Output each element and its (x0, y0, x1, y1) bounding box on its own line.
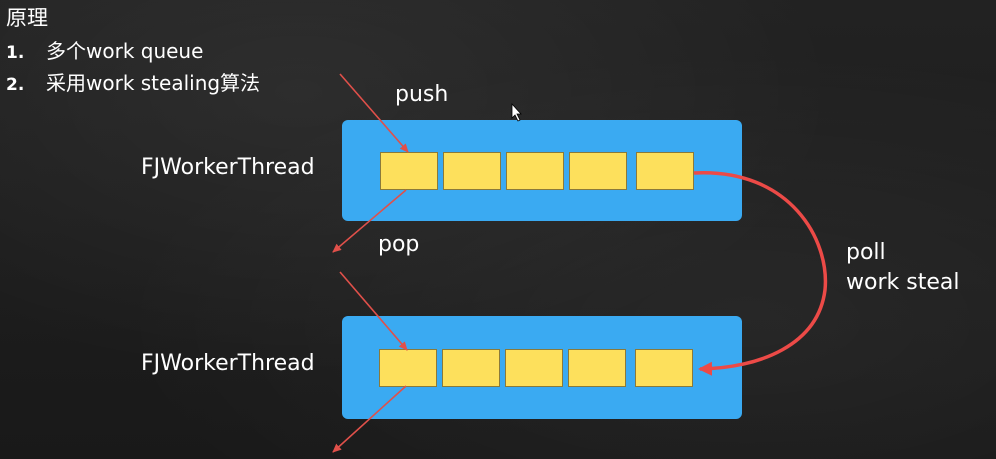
worker-thread-label-top: FJWorkerThread (141, 155, 315, 180)
queue-cell (568, 349, 626, 387)
queue-cell (442, 349, 500, 387)
poll-label: poll (846, 240, 886, 265)
push-label: push (395, 82, 449, 107)
queue-top (342, 120, 742, 221)
steal-arrow (693, 171, 828, 376)
pop-arrow-top (332, 189, 407, 253)
list-number: 2. (6, 75, 25, 95)
pop-label: pop (378, 232, 420, 257)
queue-cell (379, 349, 437, 387)
push-arrow-bottom (339, 271, 408, 351)
pop-arrow-bottom (332, 385, 407, 453)
list-text: 采用work stealing算法 (46, 71, 261, 95)
list-text: 多个work queue (46, 39, 204, 63)
list-item: 2. 采用work stealing算法 (6, 68, 260, 100)
queue-cell (635, 349, 693, 387)
queue-cell (506, 152, 564, 190)
list-item: 1. 多个work queue (6, 36, 260, 68)
queue-bottom (342, 316, 742, 419)
work-steal-label: work steal (846, 270, 960, 295)
slide-title: 原理 (6, 6, 48, 30)
queue-cell (569, 152, 627, 190)
queue-cell (443, 152, 501, 190)
worker-thread-label-bottom: FJWorkerThread (141, 351, 315, 376)
list-number: 1. (6, 43, 25, 63)
queue-cell (636, 152, 694, 190)
push-arrow-top (339, 73, 409, 153)
queue-cell (505, 349, 563, 387)
queue-cell (380, 152, 438, 190)
points-list: 1. 多个work queue 2. 采用work stealing算法 (6, 36, 260, 100)
mouse-pointer-icon (511, 102, 522, 122)
